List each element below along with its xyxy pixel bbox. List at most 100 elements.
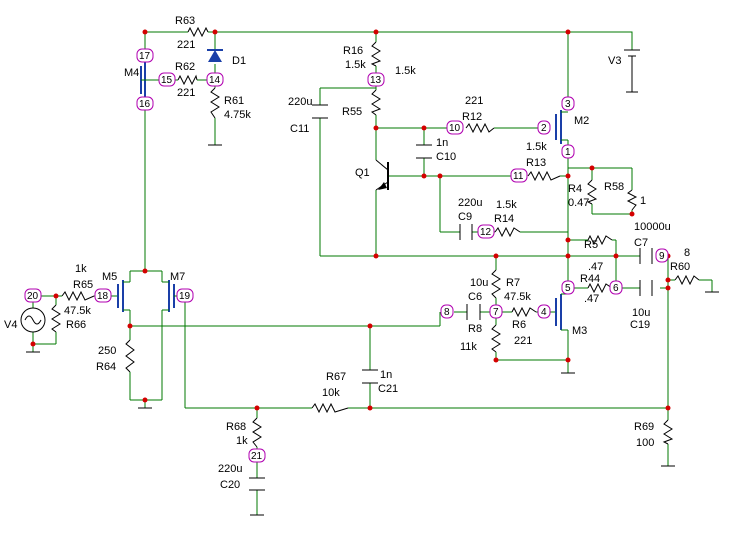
node-17-marker: [136, 48, 154, 63]
mosfets: [117, 55, 568, 331]
label-r69: R69: [634, 421, 654, 433]
value-r63: 221: [177, 39, 195, 51]
node-12: 12: [480, 227, 492, 238]
label-r7: R7: [506, 277, 520, 289]
node-3: 3: [565, 99, 571, 110]
value-r61: 4.75k: [224, 109, 251, 121]
value-r64: 250: [98, 345, 116, 357]
node-20: 20: [27, 291, 39, 302]
node-16: 16: [139, 99, 151, 110]
value-c21: 1n: [380, 369, 392, 381]
value-r16: 1.5k: [345, 59, 366, 71]
label-r65: R65: [73, 279, 93, 291]
label-v4: V4: [4, 319, 17, 331]
label-r55-value-top: 1.5k: [395, 65, 416, 77]
diode-d1: [207, 49, 223, 62]
junction-dot: [373, 253, 379, 259]
junction-dot: [367, 323, 373, 329]
label-r60: R60: [670, 261, 690, 273]
label-c19: C19: [630, 319, 650, 331]
junction-dot: [127, 323, 133, 329]
value-c9: 220u: [458, 197, 482, 209]
label-v3: V3: [608, 55, 621, 67]
junction-dots: [30, 29, 671, 411]
junction-dot: [373, 29, 379, 35]
value-c10: 1n: [436, 137, 448, 149]
value-c6: 10u: [470, 277, 488, 289]
label-m5: M5: [102, 271, 117, 283]
junction-dot: [665, 285, 671, 291]
label-m2: M2: [574, 115, 589, 127]
node-1-marker: [561, 144, 575, 159]
value-r68: 1k: [236, 435, 248, 447]
node-2-marker: [537, 120, 551, 135]
node-19-marker: [176, 288, 194, 303]
node-21: 21: [251, 451, 263, 462]
resistors: [51, 26, 700, 448]
label-r14: R14: [494, 213, 514, 225]
value-r44: .47: [584, 293, 599, 305]
label-c21: C21: [378, 383, 398, 395]
node-7-marker: [489, 304, 503, 319]
junction-dot: [254, 405, 260, 411]
junction-dot: [565, 357, 571, 363]
label-r55: R55: [342, 106, 362, 118]
label-c6: C6: [468, 291, 482, 303]
node-4: 4: [541, 307, 547, 318]
label-r13: R13: [526, 157, 546, 169]
value-r12: 221: [465, 95, 483, 107]
value-r14: 1.5k: [496, 199, 517, 211]
value-c19: 10u: [632, 307, 650, 319]
value-c7: 10000u: [634, 221, 671, 233]
junction-dot: [565, 237, 571, 243]
label-r62: R62: [175, 61, 195, 73]
node-15-marker: [158, 72, 176, 87]
junction-dot: [142, 29, 148, 35]
battery-v3: [624, 49, 640, 92]
junction-dot: [142, 397, 148, 403]
junction-dot: [53, 293, 59, 299]
label-r44: R44: [580, 273, 600, 285]
label-r68: R68: [226, 421, 246, 433]
node-13-marker: [367, 72, 385, 87]
value-r13: 1.5k: [526, 141, 547, 153]
value-r67: 10k: [322, 387, 340, 399]
node-9-marker: [655, 248, 669, 263]
node-14: 14: [209, 75, 221, 86]
label-r16: R16: [343, 45, 363, 57]
node-10-marker: [446, 120, 464, 135]
label-m7: M7: [170, 271, 185, 283]
value-r69: 100: [636, 437, 654, 449]
component-labels: R63 221 D1 M4 R62 221 R61 4.75k R16 1.5k…: [4, 15, 690, 491]
junction-dot: [613, 253, 619, 259]
node-19: 19: [179, 291, 191, 302]
node-18-marker: [94, 288, 112, 303]
junction-dot: [629, 211, 635, 217]
junction-dot: [142, 268, 148, 274]
junction-dot: [493, 253, 499, 259]
node-13: 13: [370, 75, 382, 86]
node-8-marker: [440, 304, 454, 319]
value-r58: 1: [640, 195, 646, 207]
value-r8: 11k: [460, 341, 477, 353]
junction-dot: [665, 405, 671, 411]
node-5: 5: [565, 283, 571, 294]
label-r5: R5: [584, 239, 598, 251]
label-r61: R61: [224, 95, 244, 107]
junction-dot: [589, 165, 595, 171]
node-15: 15: [161, 75, 173, 86]
label-c11: C11: [290, 123, 309, 135]
ac-source-v4: [20, 307, 46, 333]
value-r4: 0.47: [568, 197, 589, 209]
node-6: 6: [613, 283, 619, 294]
value-c11: 220u: [288, 96, 312, 108]
node-1: 1: [565, 147, 571, 158]
value-r7: 47.5k: [504, 291, 531, 303]
node-6-marker: [609, 280, 623, 295]
label-c9: C9: [458, 211, 472, 223]
junction-dot: [421, 173, 427, 179]
value-r60: 8: [684, 247, 690, 259]
label-r64: R64: [96, 361, 116, 373]
value-r6: 221: [514, 335, 532, 347]
